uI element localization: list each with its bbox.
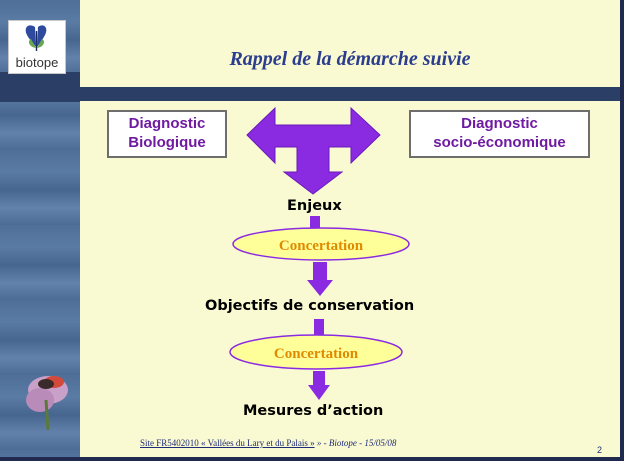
footer-site-link[interactable]: Site FR5402010 « Vallées du Lary et du P… xyxy=(140,438,315,448)
page-number: 2 xyxy=(597,445,603,455)
logo-text: biotope xyxy=(16,55,59,70)
footer: Site FR5402010 « Vallées du Lary et du P… xyxy=(140,438,396,448)
three-way-arrow xyxy=(246,106,381,195)
page-title: Rappel de la démarche suivie xyxy=(229,48,471,70)
footer-separator: » - xyxy=(316,438,327,448)
butterfly-logo-icon: biotope xyxy=(16,25,59,70)
box-left-line1: Diagnostic xyxy=(128,115,206,132)
diagnostic-socio-economique-box: Diagnostic socio-économique xyxy=(409,110,590,158)
flower-butterfly-image xyxy=(26,376,68,430)
connector-2 xyxy=(314,319,324,337)
arrow-down-1 xyxy=(307,262,333,296)
concertation-label-2: Concertation xyxy=(274,346,359,362)
connector-1 xyxy=(310,216,320,230)
sidebar-band xyxy=(0,72,80,102)
logo: biotope xyxy=(8,20,66,74)
box-right-line1: Diagnostic xyxy=(461,115,538,132)
box-left-line2: Biologique xyxy=(128,134,206,151)
objectifs-label: Objectifs de conservation xyxy=(205,298,415,314)
diagnostic-biologique-box: Diagnostic Biologique xyxy=(107,110,227,158)
box-right-line2: socio-économique xyxy=(433,134,566,151)
concertation-ellipse-1 xyxy=(232,227,410,261)
arrow-down-2 xyxy=(308,371,330,400)
enjeux-label: Enjeux xyxy=(287,198,342,214)
title-rule xyxy=(80,87,620,101)
concertation-label-1: Concertation xyxy=(279,238,364,254)
footer-source: Biotope - 15/05/08 xyxy=(328,438,397,448)
mesures-label: Mesures d’action xyxy=(243,403,384,419)
concertation-ellipse-2 xyxy=(229,334,403,370)
